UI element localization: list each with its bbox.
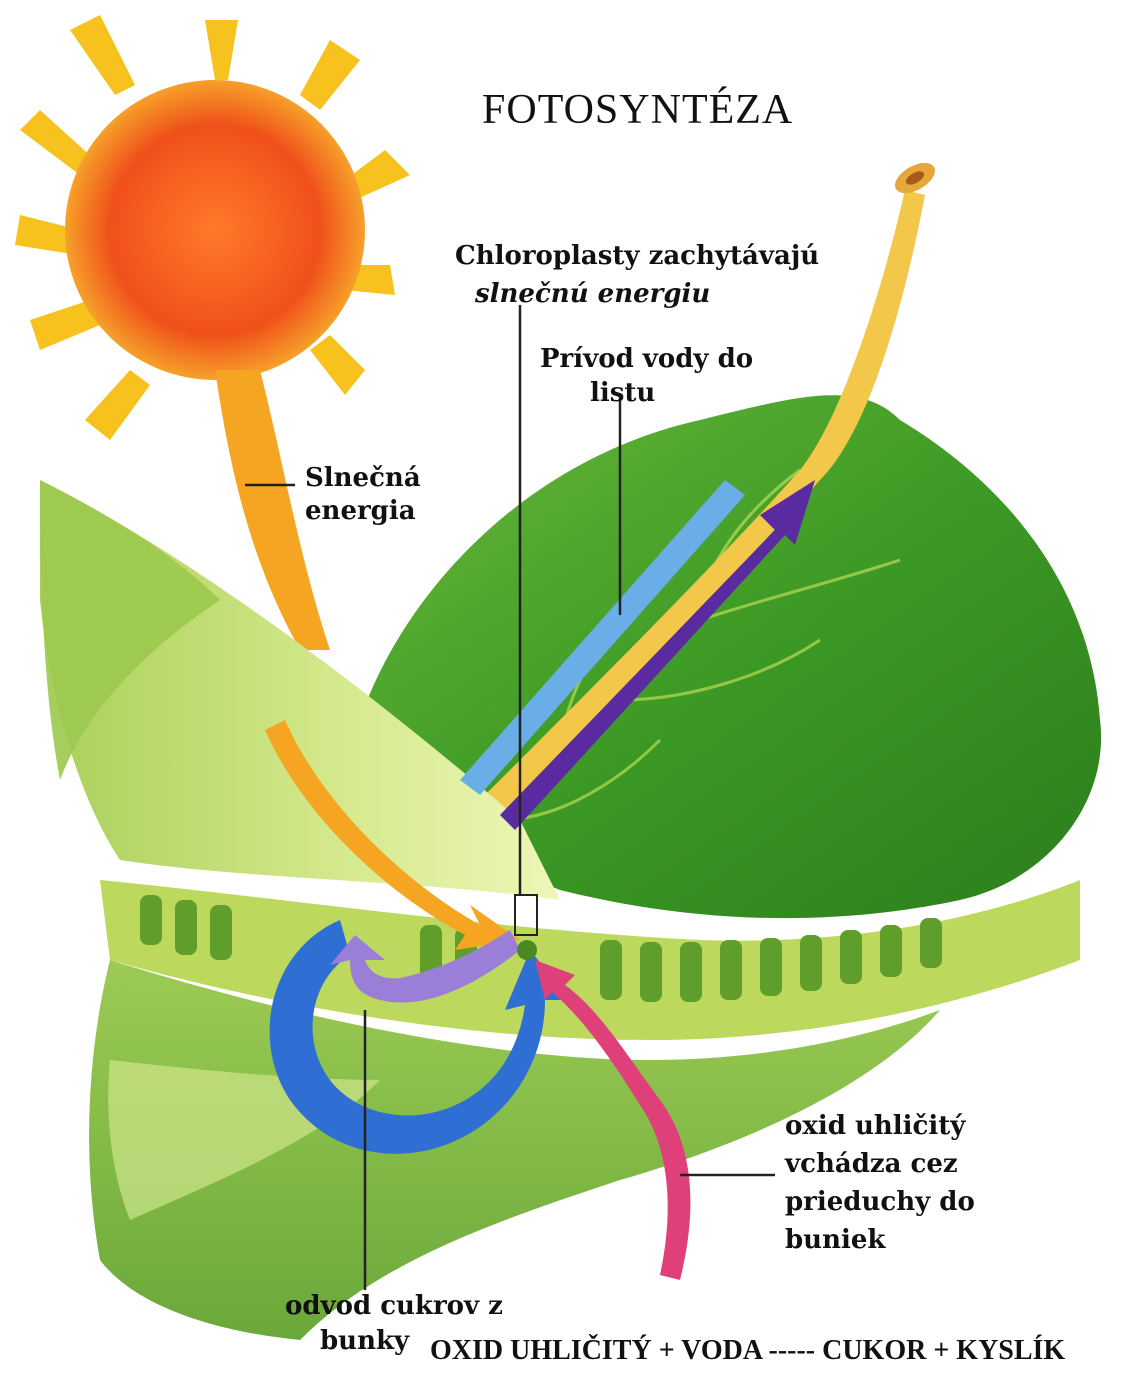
label-chloroplasts-line2: slnečnú energiu xyxy=(475,278,710,310)
label-co2-line4: buniek xyxy=(785,1224,885,1256)
label-co2-line1: oxid uhličitý xyxy=(785,1110,965,1142)
label-sugar-line1: odvod cukrov z xyxy=(285,1290,503,1322)
label-sun-line2: energia xyxy=(305,495,416,527)
sun-icon xyxy=(65,80,365,380)
label-water-line1: Prívod vody do xyxy=(540,343,753,375)
page-title: FOTOSYNTÉZA xyxy=(482,86,793,134)
label-water-line2: listu xyxy=(590,377,655,409)
label-chloroplasts-line1: Chloroplasty zachytávajú xyxy=(455,240,819,272)
label-co2-line2: vchádza cez xyxy=(785,1148,958,1180)
label-co2-line3: prieduchy do xyxy=(785,1186,975,1218)
chloroplast-icon xyxy=(517,940,537,960)
label-sugar-line2: bunky xyxy=(320,1325,409,1357)
equation: OXID UHLIČITÝ + VODA ----- CUKOR + KYSLÍ… xyxy=(430,1335,1065,1367)
label-sun-line1: Slnečná xyxy=(305,462,421,494)
